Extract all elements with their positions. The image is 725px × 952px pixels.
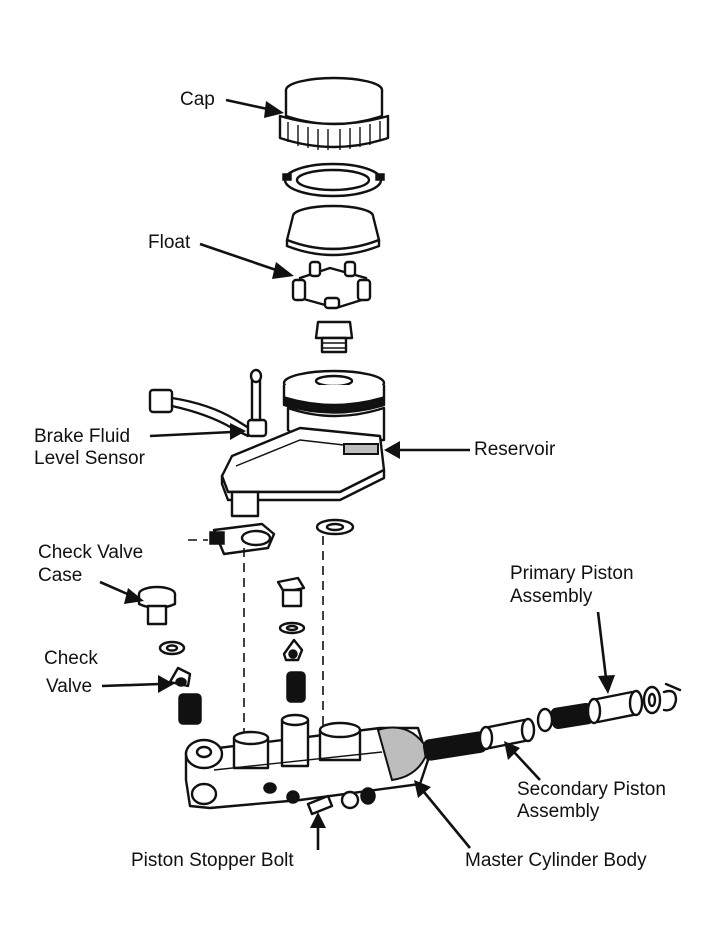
- piston-stopper-bolt-part: [286, 787, 376, 816]
- check-valve-connector: [188, 522, 276, 556]
- secondary-piston-label-line2: Assembly: [517, 801, 600, 822]
- master-cylinder-body-part: [184, 713, 430, 810]
- cap-part: [278, 76, 390, 150]
- primary-piston-part: [536, 682, 682, 733]
- master-cylinder-body-label: Master Cylinder Body: [465, 850, 647, 871]
- fitting: [314, 320, 354, 354]
- washer: [315, 518, 355, 536]
- strainer: [285, 204, 381, 257]
- check-valve-case-part: [137, 585, 186, 656]
- gasket-ring: [282, 162, 385, 198]
- check-valve-label-line2: Valve: [46, 676, 93, 697]
- check-valve-part: [168, 666, 202, 725]
- assembly-lines: [243, 536, 324, 738]
- middle-fitting: [276, 576, 306, 703]
- piston-stopper-bolt-label: Piston Stopper Bolt: [131, 850, 294, 871]
- reservoir-label: Reservoir: [474, 439, 556, 460]
- secondary-piston-label-line1: Secondary Piston: [517, 779, 666, 800]
- float-part: [291, 260, 372, 310]
- secondary-piston-part: [422, 717, 536, 761]
- check-valve-case-label-line1: Check Valve: [38, 542, 144, 563]
- primary-piston-label-line2: Assembly: [510, 586, 593, 607]
- brake-fluid-label-line1: Brake Fluid: [34, 426, 131, 447]
- cap-label: Cap: [180, 89, 215, 110]
- float-label: Float: [148, 232, 191, 253]
- check-valve-label-line1: Check: [44, 648, 98, 669]
- check-valve-spring: [178, 693, 202, 725]
- check-valve-case-label-line2: Case: [38, 565, 83, 586]
- brake-fluid-label-line2: Level Sensor: [34, 448, 145, 469]
- level-sensor-part: [148, 368, 268, 438]
- reservoir-part: [220, 369, 386, 518]
- callout-arrows: [99, 98, 615, 850]
- primary-piston-label-line1: Primary Piston: [510, 563, 634, 584]
